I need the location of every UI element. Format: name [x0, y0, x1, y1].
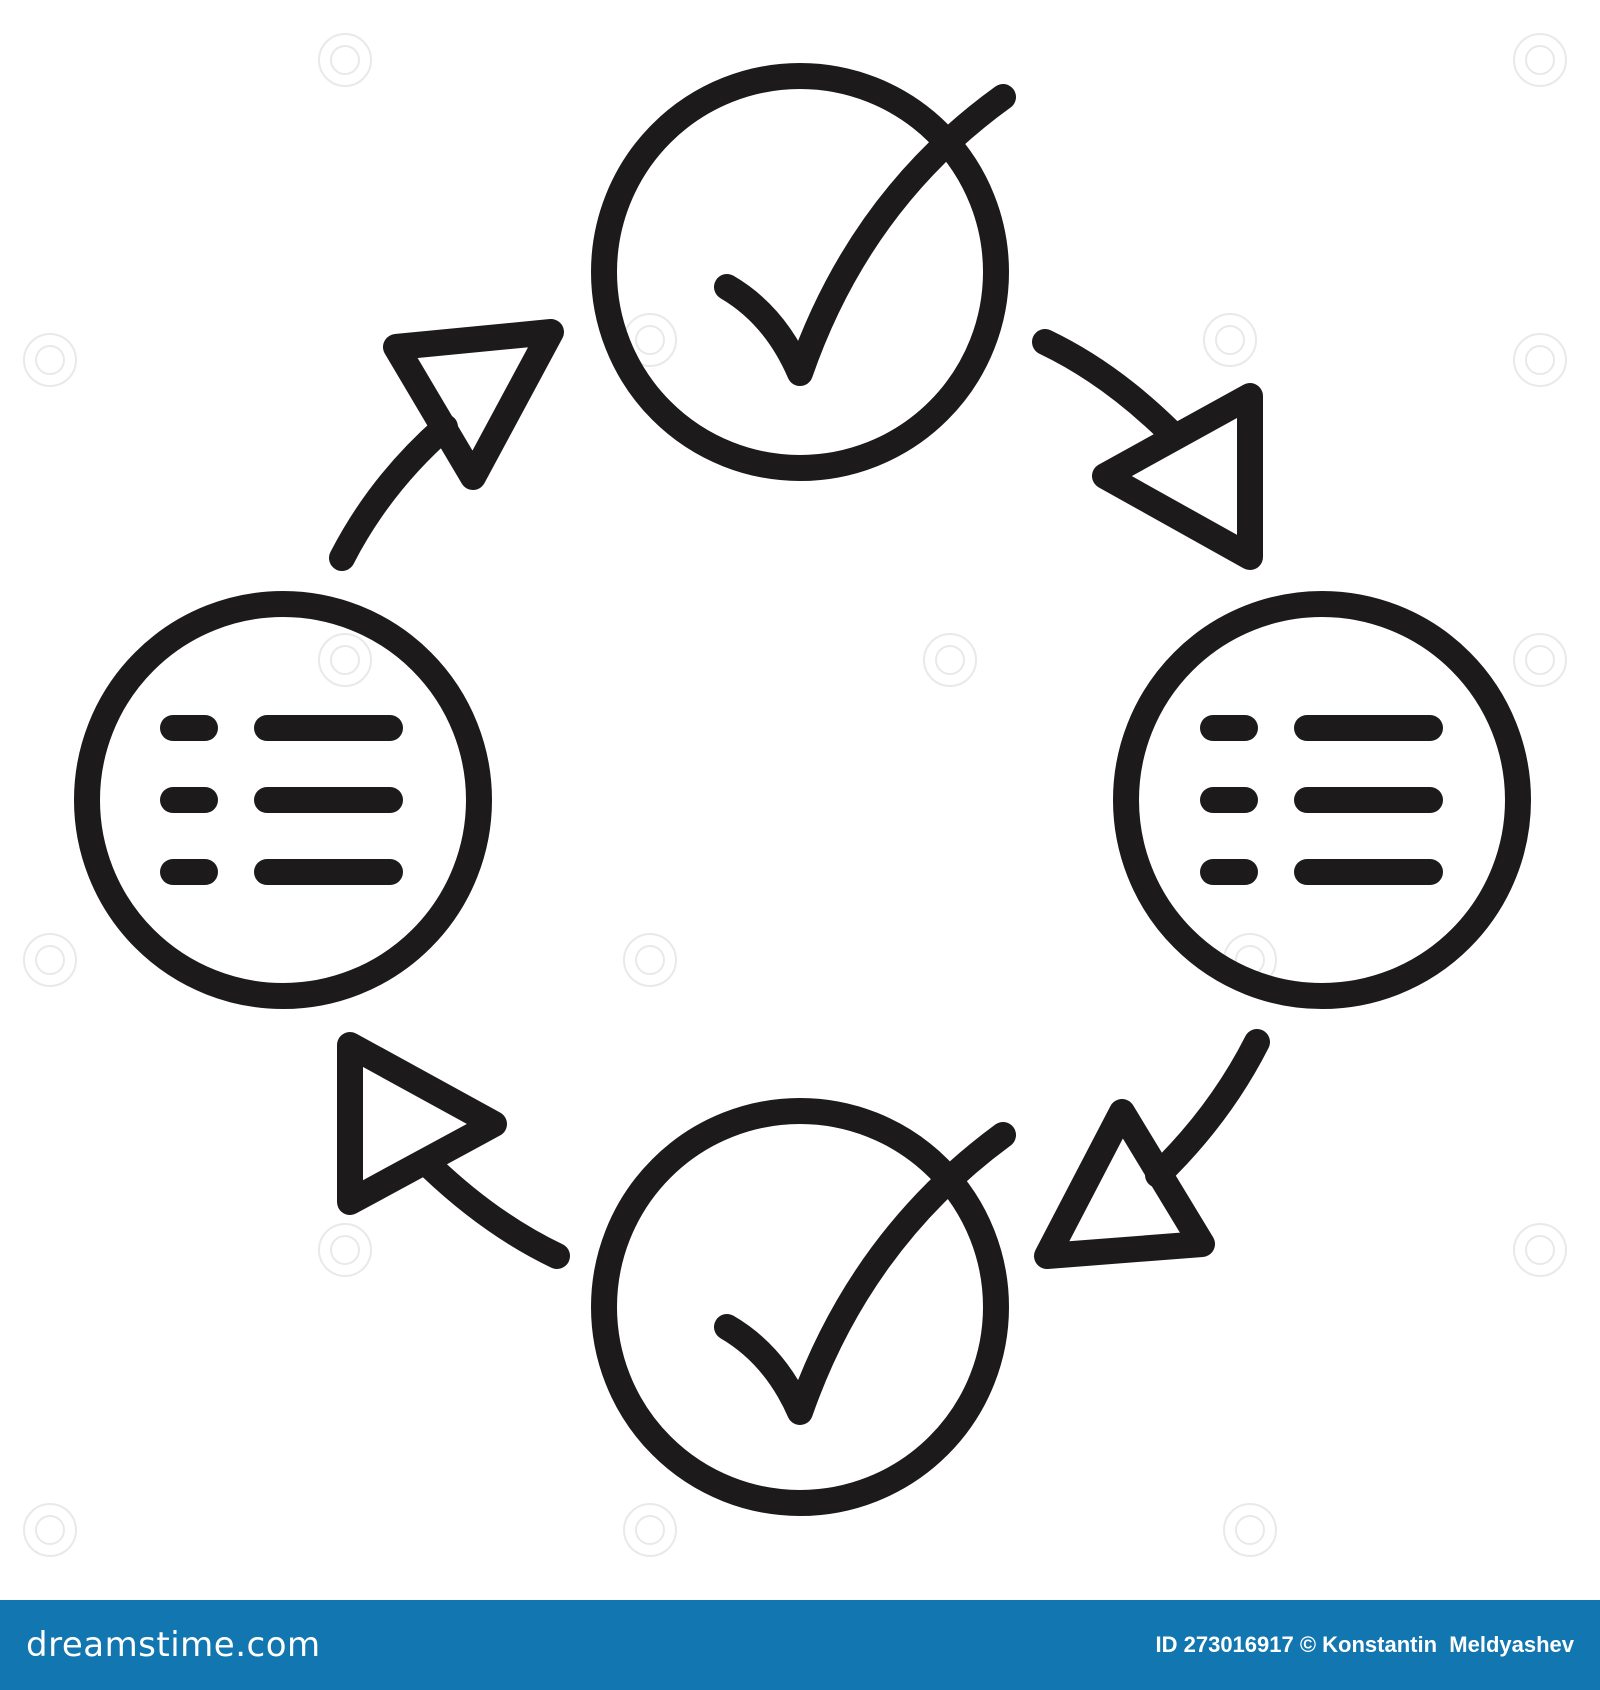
check-circle-icon [591, 63, 1016, 481]
arrow-left-to-top [329, 319, 564, 571]
arrowhead [1092, 383, 1263, 570]
footer-credit: ID 273016917 © Konstantin Meldyashev [1155, 1632, 1575, 1657]
arrow-top-to-right [1032, 329, 1263, 570]
list-circle-icon [1113, 591, 1531, 1009]
left-node-circle [74, 591, 492, 1009]
footer-bar: dreamstime.com ID 273016917 © Konstantin… [0, 1600, 1600, 1690]
top-node-checkmark [714, 84, 1016, 386]
arrow-shaft [1145, 1029, 1270, 1188]
check-circle-icon [591, 1098, 1016, 1516]
bottom-node-circle [591, 1098, 1009, 1516]
arrowhead [1034, 1099, 1215, 1269]
arrow-shaft [329, 414, 458, 571]
diagram-canvas [74, 63, 1531, 1516]
right-node-circle [1113, 591, 1531, 1009]
arrowhead [383, 319, 564, 490]
arrow-right-to-bottom [1034, 1029, 1270, 1269]
footer-logo[interactable]: dreamstime.com [26, 1625, 321, 1665]
arrow-bottom-to-left [337, 1032, 570, 1269]
list-circle-icon [74, 591, 492, 1009]
top-node-circle [591, 63, 1009, 481]
cycle-diagram [23, 33, 1567, 1557]
arrow-shaft [1032, 329, 1183, 445]
arrowhead [337, 1032, 507, 1215]
arrow-shaft [419, 1155, 570, 1269]
bottom-node-checkmark [714, 1122, 1016, 1425]
